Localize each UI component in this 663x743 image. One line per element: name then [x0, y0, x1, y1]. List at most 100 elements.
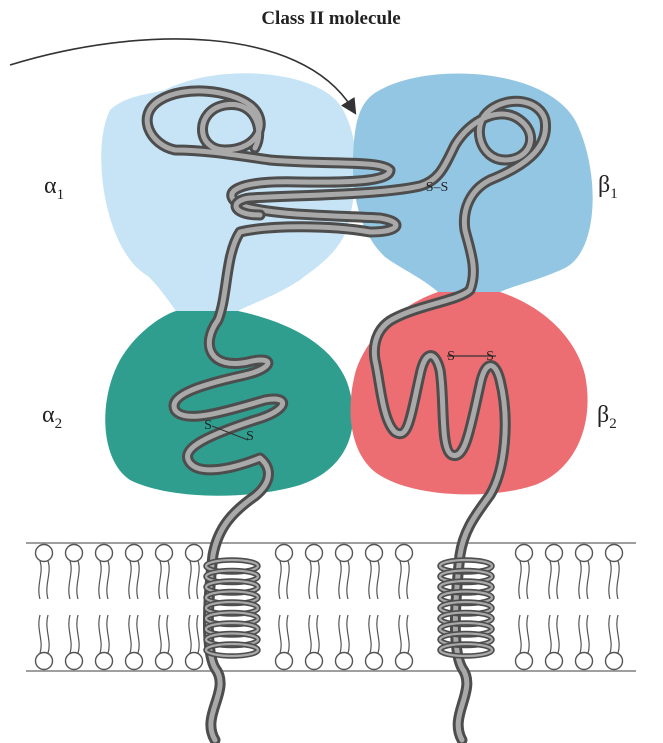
lipid-head [366, 545, 383, 562]
lipid-head [66, 545, 83, 562]
lipid-head [546, 545, 563, 562]
lipid-head [276, 545, 293, 562]
lipid-tail [587, 615, 589, 653]
lipid-head [186, 653, 203, 670]
lipid-tail [69, 615, 71, 653]
lipid-tail [407, 615, 409, 653]
lipid-tail [99, 561, 101, 599]
lipid-head [156, 653, 173, 670]
lipid-tail [527, 615, 529, 653]
lipid-head [36, 545, 53, 562]
lipid-tail [369, 615, 371, 653]
lipid-tail [47, 615, 49, 653]
lipid-head [126, 545, 143, 562]
beta1-disulfide-label: S–S [426, 180, 449, 195]
lipid-tail [339, 615, 341, 653]
lipid-tail [287, 615, 289, 653]
lipid-head [396, 653, 413, 670]
lipid-tail [167, 615, 169, 653]
lipid-head [36, 653, 53, 670]
lipid-tail [549, 615, 551, 653]
lipid-head [396, 545, 413, 562]
lipid-tail [309, 561, 311, 599]
alpha2-label: α2 [42, 402, 62, 432]
lipid-tail [167, 561, 169, 599]
lipid-head [516, 653, 533, 670]
lipid-tail [399, 561, 401, 599]
lipid-tail [347, 561, 349, 599]
lipid-tail [39, 615, 41, 653]
diagram-title: Class II molecule [261, 8, 400, 29]
lipid-head [576, 545, 593, 562]
alpha2-disulfide-upper-label: S [204, 418, 212, 433]
lipid-tail [137, 561, 139, 599]
lipid-tail [549, 561, 551, 599]
lipid-tail [377, 615, 379, 653]
lipid-tail [617, 561, 619, 599]
lipid-tail [309, 615, 311, 653]
lipid-tail [609, 561, 611, 599]
beta1-label: β1 [598, 172, 618, 202]
lipid-tail [137, 615, 139, 653]
lipid-head [96, 545, 113, 562]
beta2-disulfide-right-label: S [486, 349, 494, 364]
lipid-tail [407, 561, 409, 599]
lipid-head [606, 653, 623, 670]
lipid-head [516, 545, 533, 562]
lipid-head [96, 653, 113, 670]
lipid-tail [369, 561, 371, 599]
lipid-tail [197, 615, 199, 653]
beta2-disulfide-left-label: S [447, 349, 455, 364]
lipid-tail [557, 615, 559, 653]
lipid-tail [377, 561, 379, 599]
lipid-tail [579, 615, 581, 653]
lower-lipid-leaflet [36, 615, 623, 670]
cell-membrane [26, 543, 636, 671]
lipid-head [306, 545, 323, 562]
lipid-tail [609, 615, 611, 653]
lipid-head [156, 545, 173, 562]
lipid-tail [347, 615, 349, 653]
lipid-tail [519, 561, 521, 599]
lipid-head [366, 653, 383, 670]
lipid-head [306, 653, 323, 670]
lipid-tail [287, 561, 289, 599]
lipid-tail [77, 615, 79, 653]
lipid-head [546, 653, 563, 670]
lipid-tail [317, 561, 319, 599]
lipid-head [186, 545, 203, 562]
lipid-tail [527, 561, 529, 599]
lipid-tail [279, 615, 281, 653]
lipid-tail [39, 561, 41, 599]
lipid-tail [129, 615, 131, 653]
lipid-tail [77, 561, 79, 599]
lipid-tail [339, 561, 341, 599]
alpha2-disulfide-lower-label: S [246, 429, 254, 444]
lipid-tail [189, 615, 191, 653]
lipid-tail [279, 561, 281, 599]
lipid-tail [317, 615, 319, 653]
lipid-tail [159, 561, 161, 599]
lipid-tail [107, 615, 109, 653]
lipid-tail [617, 615, 619, 653]
lipid-tail [579, 561, 581, 599]
lipid-tail [69, 561, 71, 599]
beta2-label: β2 [597, 402, 617, 432]
alpha1-label: α1 [44, 173, 64, 203]
lipid-tail [399, 615, 401, 653]
lipid-head [576, 653, 593, 670]
lipid-head [276, 653, 293, 670]
lipid-tail [557, 561, 559, 599]
lipid-tail [159, 615, 161, 653]
lipid-head [336, 653, 353, 670]
lipid-tail [129, 561, 131, 599]
beta-transmembrane-helix [440, 560, 492, 656]
lipid-tail [47, 561, 49, 599]
lipid-tail [587, 561, 589, 599]
lipid-head [66, 653, 83, 670]
lipid-tail [99, 615, 101, 653]
lipid-tail [519, 615, 521, 653]
lipid-head [606, 545, 623, 562]
upper-lipid-leaflet [36, 545, 623, 600]
